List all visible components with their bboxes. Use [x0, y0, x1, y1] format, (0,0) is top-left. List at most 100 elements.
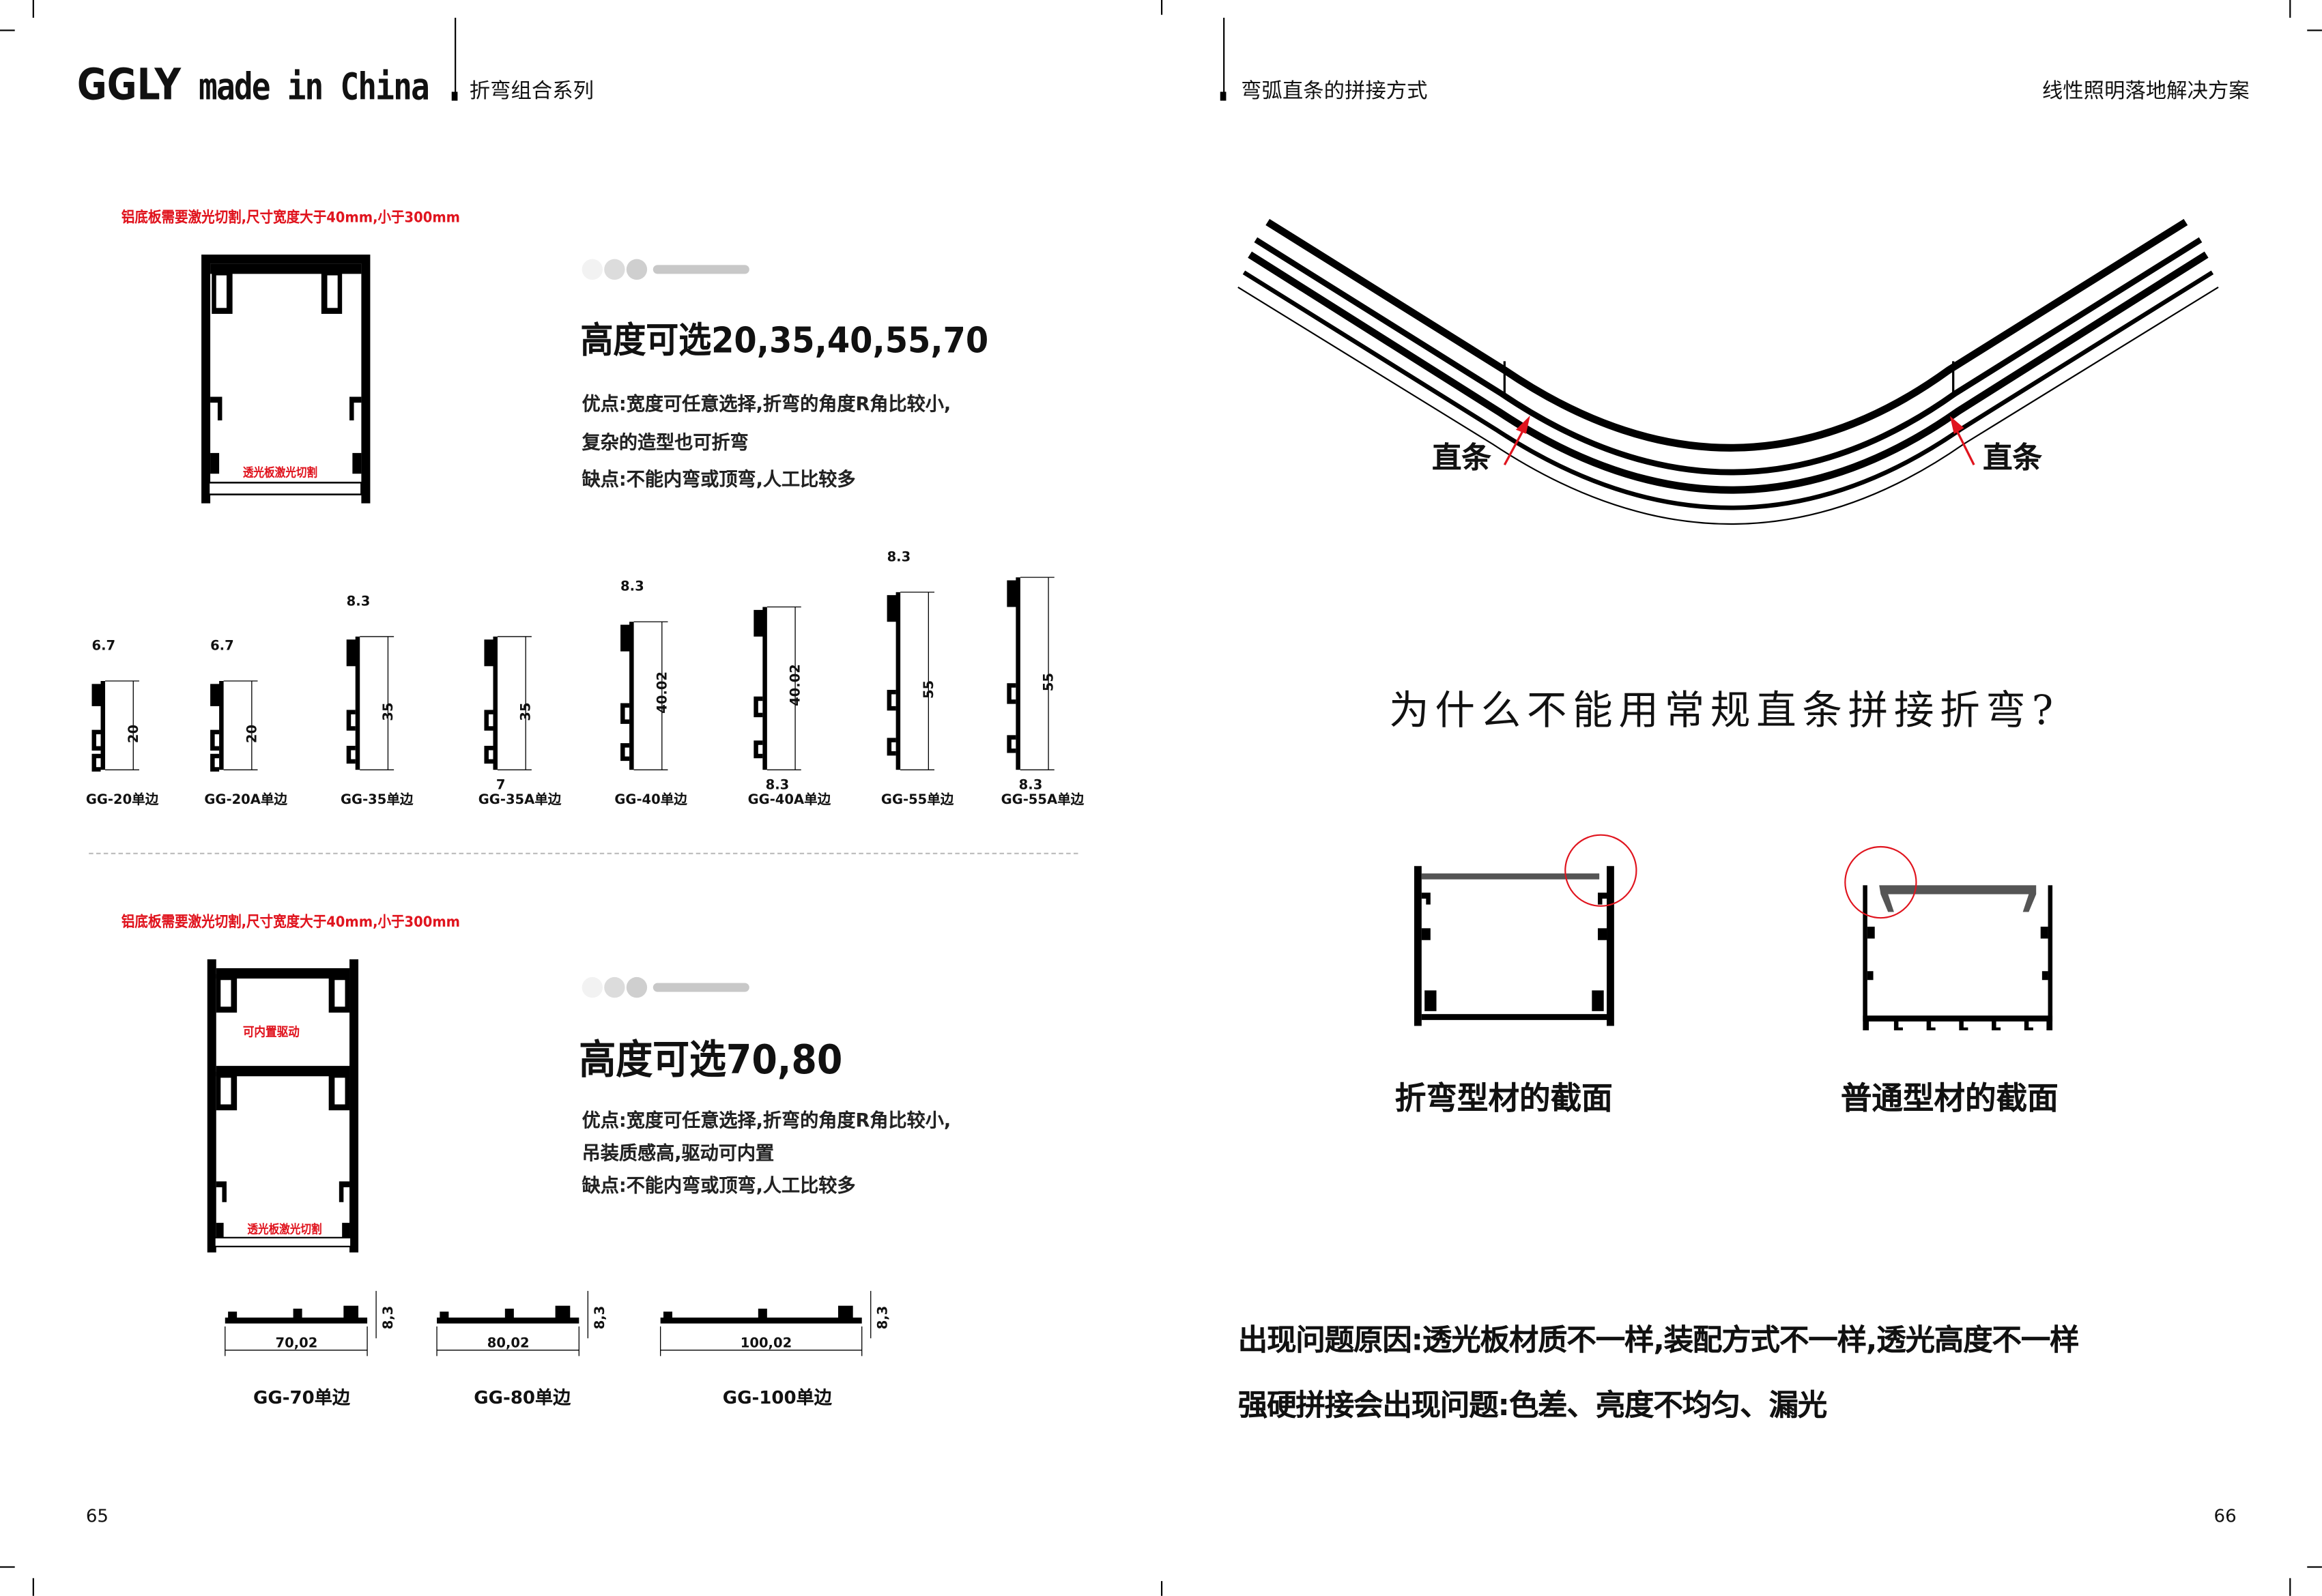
bending-profile-section: [1414, 834, 1637, 1026]
header-divider-foot: [451, 91, 458, 101]
single-side-profile-drawing: [210, 680, 258, 772]
width-dimension: 80,02: [487, 1337, 530, 1352]
height-dimension: 35: [382, 702, 397, 721]
crop-mark: [0, 1566, 15, 1568]
pros-line: 优点:宽度可任意选择,折弯的角度R角比较小,: [582, 392, 951, 415]
logo-brand: GGLY: [76, 59, 182, 110]
bottom-dimension: 8.3: [1018, 779, 1043, 794]
top-dimension: 8.3: [346, 595, 371, 610]
diffuser-cut-label-2: 透光板激光切割: [247, 1223, 322, 1236]
profile-name: GG-20A单边: [204, 793, 287, 809]
single-side-profile-drawing: [887, 592, 935, 770]
decorative-dots: [582, 259, 763, 280]
driver-inside-label: 可内置驱动: [242, 1026, 300, 1041]
crop-mark: [2307, 29, 2322, 31]
top-dimension: 8.3: [620, 580, 644, 596]
crop-mark: [32, 1578, 34, 1596]
single-side-profile-drawing: [346, 636, 395, 770]
aluminum-base-note: 铝底板需要激光切割,尺寸宽度大于40mm,小于300mm: [121, 210, 461, 227]
reason-line-2: 强硬拼接会出现问题:色差、亮度不均匀、漏光: [1237, 1387, 1827, 1423]
question-heading: 为什么不能用常规直条拼接折弯?: [1389, 688, 2059, 735]
right-page-title: 线性照明落地解决方案: [2041, 80, 2250, 104]
right-section-title: 弯弧直条的拼接方式: [1241, 80, 1428, 104]
single-side-profile-drawing: [484, 636, 532, 770]
height-dimension: 55: [1042, 673, 1058, 692]
straight-label-left: 直条: [1432, 439, 1491, 476]
logo-tagline: made in China: [199, 65, 430, 108]
width-dimension: 70,02: [275, 1337, 318, 1352]
profile-name: GG-40单边: [614, 793, 687, 809]
dot: [604, 976, 625, 998]
diffuser-cut-label: 透光板激光切割: [242, 466, 318, 480]
profile-name: GG-100单边: [722, 1387, 832, 1408]
brand-logo: GGLY made in China: [76, 59, 430, 110]
profile-name: GG-40A单边: [747, 793, 831, 809]
flat-profile-drawing: [436, 1290, 588, 1356]
cons-line: 缺点:不能内弯或顶弯,人工比较多: [582, 1174, 856, 1197]
straight-label-right: 直条: [1983, 439, 2042, 476]
profile-name: GG-35A单边: [478, 793, 562, 809]
bar: [653, 265, 749, 274]
dot: [582, 259, 603, 280]
flat-profile-drawing: [659, 1290, 872, 1356]
profile-name: GG-55A单边: [1001, 793, 1085, 809]
top-dimension: 6.7: [91, 639, 116, 654]
decorative-dots-2: [582, 976, 763, 998]
standard-profile-section: [1844, 845, 2053, 1031]
flat-profile-drawing: [225, 1290, 377, 1356]
height-dimension: 40.02: [789, 664, 805, 706]
bottom-dimension: 7: [496, 779, 506, 794]
cons-line: 缺点:不能内弯或顶弯,人工比较多: [582, 467, 856, 491]
page-number-left: 65: [85, 1505, 109, 1526]
bar: [653, 983, 749, 992]
caption-bending-profile: 折弯型材的截面: [1394, 1080, 1613, 1116]
height-options-heading: 高度可选20,35,40,55,70: [580, 319, 989, 362]
crop-mark: [0, 29, 15, 31]
crop-mark: [2289, 1578, 2291, 1596]
crop-mark: [2307, 1566, 2322, 1568]
reason-line-1: 出现问题原因:透光板材质不一样,装配方式不一样,透光高度不一样: [1237, 1322, 2080, 1358]
single-side-profile-drawing: [754, 606, 801, 770]
profile-name: GG-70单边: [253, 1387, 350, 1408]
height-dimension: 20: [127, 724, 143, 744]
crop-mark: [1160, 1581, 1163, 1596]
bottom-dimension: 8.3: [765, 779, 790, 794]
height-options-heading-2: 高度可选70,80: [579, 1037, 843, 1084]
width-dimension: 100,02: [740, 1337, 792, 1352]
crop-mark: [32, 0, 34, 18]
height-dimension: 8,3: [594, 1305, 609, 1330]
page-number-right: 66: [2213, 1505, 2237, 1526]
dot: [604, 259, 625, 280]
dot: [626, 259, 648, 280]
header-divider-foot: [1220, 91, 1227, 101]
section-divider: [89, 852, 1078, 854]
profile-name: GG-80单边: [474, 1387, 571, 1408]
height-dimension: 20: [246, 724, 261, 744]
header-divider: [455, 18, 457, 101]
profile-name: GG-35单边: [341, 793, 414, 809]
profile-name: GG-20单边: [85, 793, 159, 809]
header-divider: [1223, 18, 1225, 101]
single-side-profile-drawing: [1007, 577, 1055, 770]
pros-line: 优点:宽度可任意选择,折弯的角度R角比较小,: [582, 1109, 951, 1131]
height-dimension: 8,3: [876, 1305, 892, 1330]
pros-line-2: 复杂的造型也可折弯: [582, 431, 749, 453]
caption-standard-profile: 普通型材的截面: [1840, 1080, 2059, 1116]
profile-cross-section-1: [201, 255, 371, 504]
height-dimension: 35: [519, 702, 535, 721]
section-title: 折弯组合系列: [469, 80, 594, 104]
crop-mark: [2289, 0, 2291, 18]
crop-mark: [1160, 0, 1163, 15]
height-dimension: 55: [922, 680, 938, 699]
profile-cross-section-2: [207, 959, 359, 1253]
profile-name: GG-55单边: [880, 793, 954, 809]
height-dimension: 8,3: [382, 1305, 397, 1330]
single-side-profile-drawing: [620, 621, 668, 770]
dot: [626, 976, 648, 998]
height-dimension: 40.02: [656, 671, 671, 714]
dot: [582, 976, 603, 998]
top-dimension: 6.7: [210, 639, 234, 654]
top-dimension: 8.3: [887, 551, 911, 566]
aluminum-base-note-2: 铝底板需要激光切割,尺寸宽度大于40mm,小于300mm: [121, 914, 461, 931]
